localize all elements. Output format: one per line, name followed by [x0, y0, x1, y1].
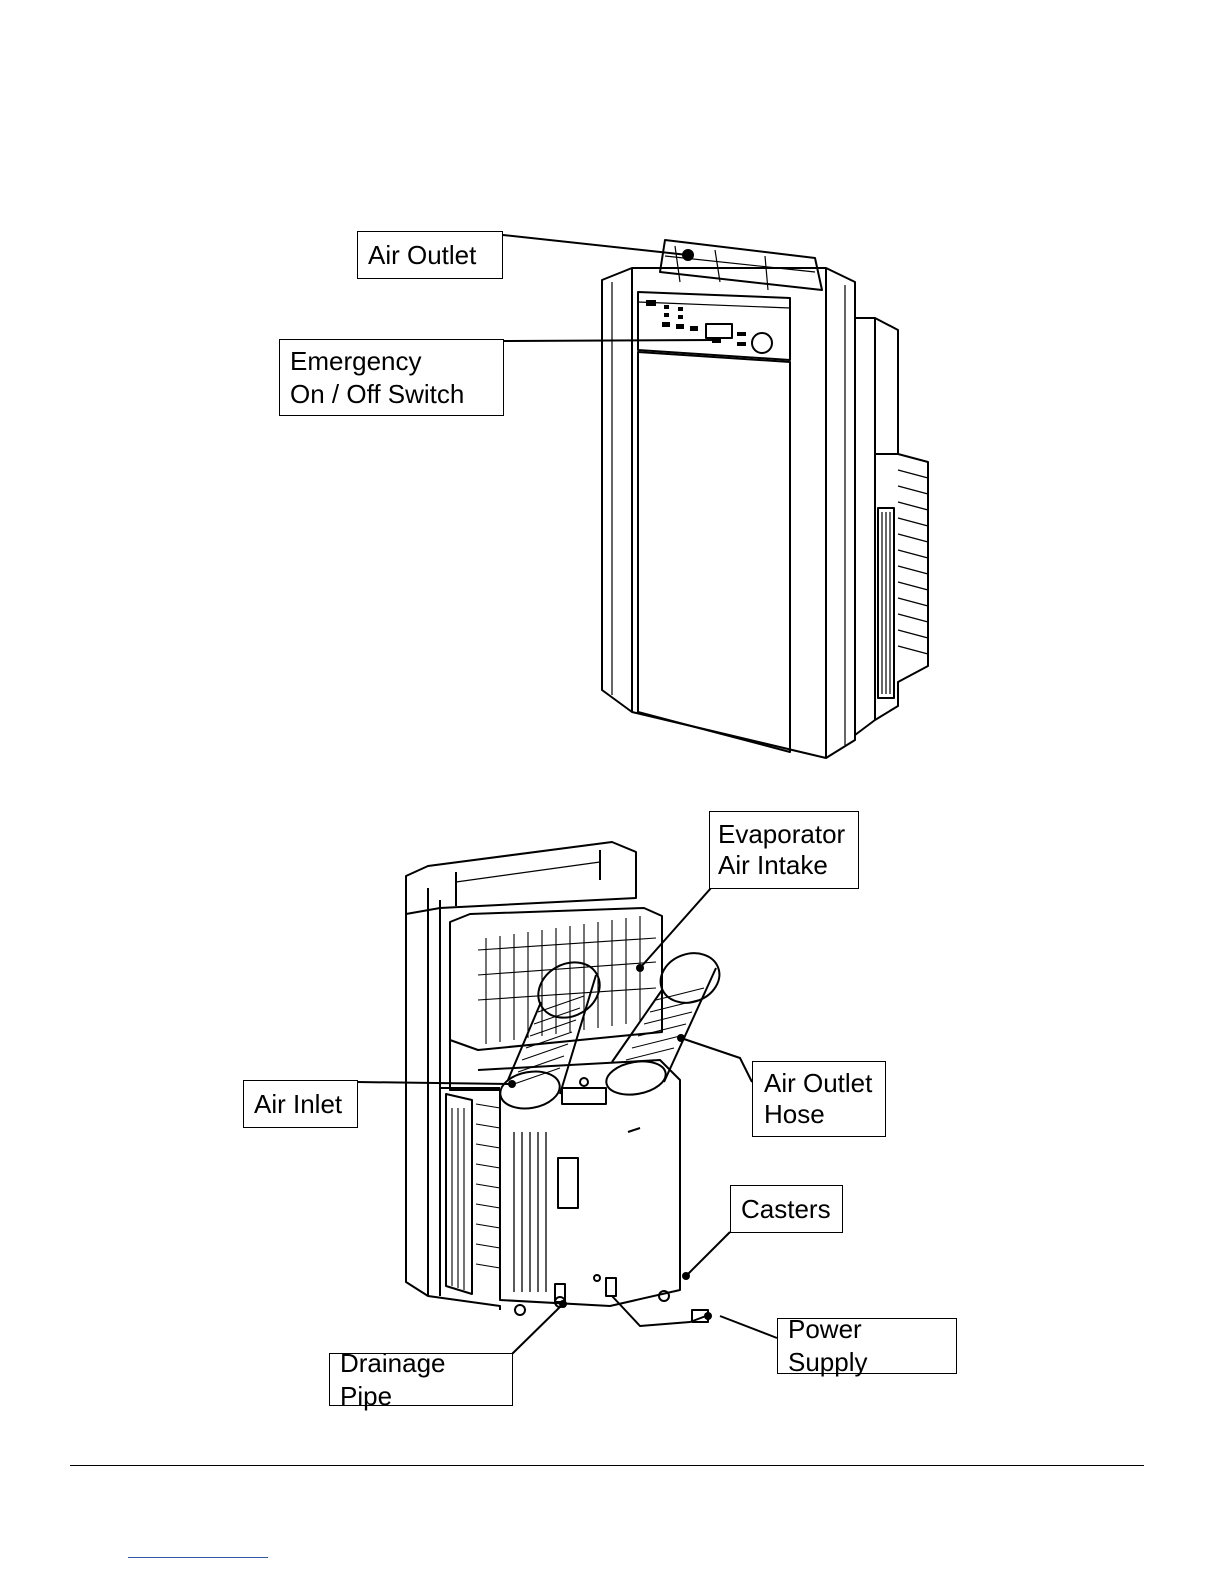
casters-label: Casters	[730, 1185, 843, 1233]
drainage-pipe-label: Drainage Pipe	[329, 1353, 513, 1406]
casters-text: Casters	[741, 1193, 832, 1226]
evaporator-line1: Evaporator	[718, 819, 848, 850]
power-supply-label: Power Supply	[777, 1318, 957, 1374]
drainage-pipe-text: Drainage Pipe	[340, 1347, 502, 1413]
air-outlet-hose-line1: Air Outlet	[764, 1068, 875, 1099]
air-outlet-hose-line2: Hose	[764, 1099, 875, 1130]
footer-link-underline[interactable]	[128, 1557, 268, 1558]
power-supply-text: Power Supply	[788, 1313, 946, 1379]
evaporator-line2: Air Intake	[718, 850, 848, 881]
air-inlet-label: Air Inlet	[243, 1080, 358, 1128]
air-outlet-hose-label: Air Outlet Hose	[752, 1061, 886, 1137]
footer-divider	[70, 1465, 1144, 1466]
evaporator-air-intake-label: Evaporator Air Intake	[709, 811, 859, 889]
air-inlet-text: Air Inlet	[254, 1088, 347, 1121]
